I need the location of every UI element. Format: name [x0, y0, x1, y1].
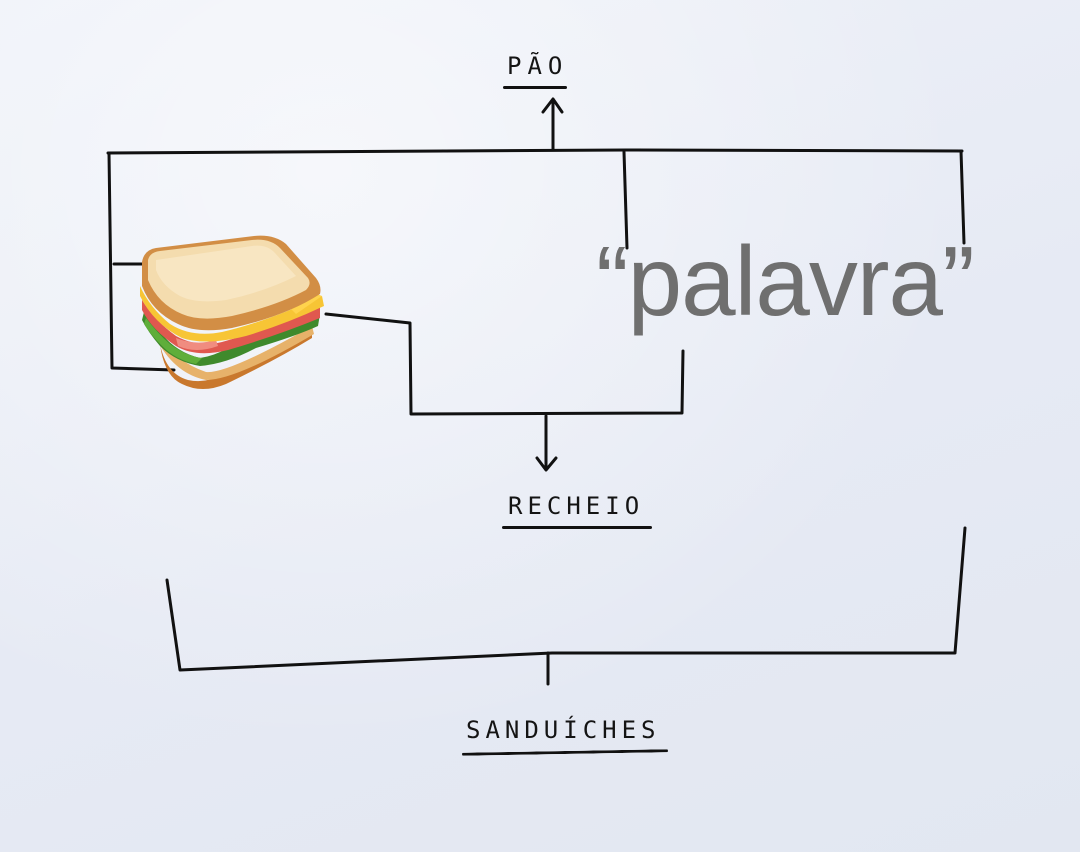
sandwich-icon: [140, 235, 324, 389]
palavra-word: “palavra”: [596, 232, 975, 330]
arrow-down-head: [535, 456, 558, 472]
arrow-up-head: [541, 97, 564, 114]
label-sanduiches: SANDUÍCHES: [466, 716, 661, 744]
label-pao: PÃO: [507, 52, 569, 80]
top-bracket-right-drop: [959, 149, 966, 245]
filling-bracket-line: [324, 312, 685, 416]
palavra-text: palavra: [627, 226, 943, 336]
label-recheio: RECHEIO: [508, 492, 645, 520]
label-pao-underline: [503, 86, 567, 89]
label-recheio-underline: [502, 526, 652, 529]
bottom-bracket-line: [165, 526, 967, 672]
open-quote: “: [596, 226, 629, 336]
top-bracket-line: [106, 148, 964, 155]
top-bracket-left-drop: [107, 151, 176, 372]
close-quote: ”: [942, 226, 975, 336]
top-bracket-word-left-drop: [622, 150, 629, 250]
